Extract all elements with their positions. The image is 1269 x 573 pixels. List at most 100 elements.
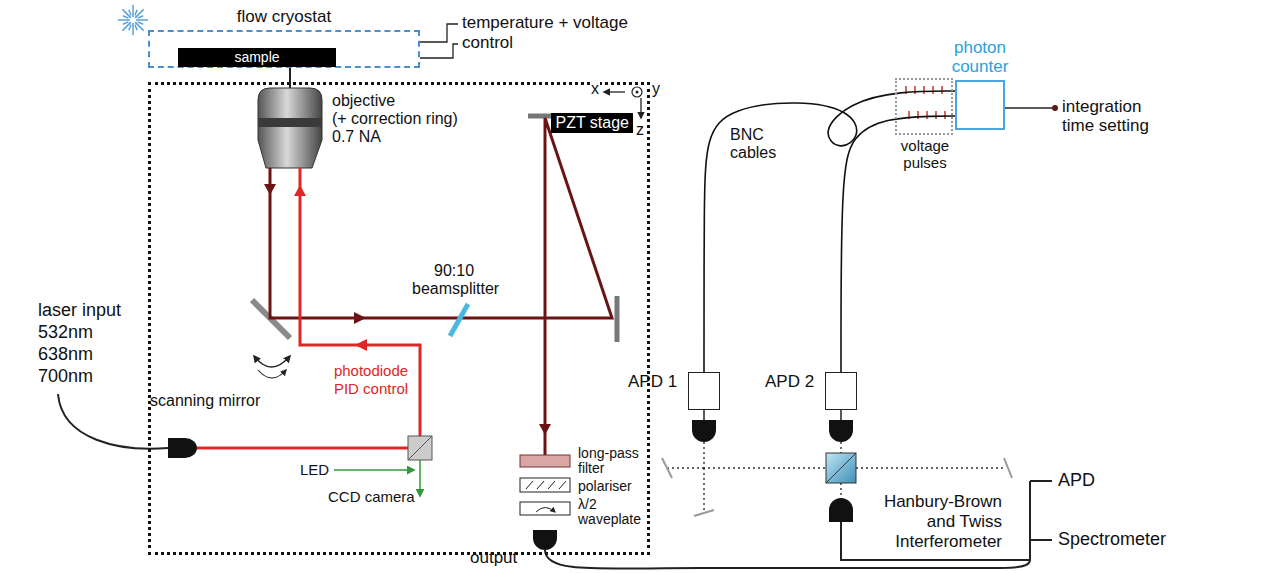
hbt-cube (826, 453, 856, 483)
illustration-part (856, 467, 1004, 468)
illustration-part (914, 86, 916, 94)
apd-link (840, 410, 842, 420)
part-label: Spectrometer (1058, 529, 1166, 550)
axis-dot (636, 91, 639, 94)
illustration-part (548, 481, 555, 489)
beam-arrow (354, 312, 366, 324)
part-label: photodiode PID control (330, 362, 412, 398)
cube-diagonal (826, 453, 856, 483)
illustration-part (703, 468, 704, 512)
node-outline (955, 80, 1005, 130)
illustration-part (526, 481, 566, 489)
part-label: CCD camera (328, 488, 415, 505)
beam-arrow (539, 424, 551, 435)
node-outline (688, 372, 720, 410)
axis-arrow (640, 98, 641, 118)
node-outline: sample (148, 30, 420, 68)
cryostat-box: flow cryostat sample (148, 6, 420, 68)
illustration-part (129, 25, 131, 31)
illustration-part (944, 111, 946, 119)
illustration-part (135, 9, 143, 17)
mirror (694, 510, 714, 516)
node-label: APD 1 (628, 372, 677, 392)
beamsplitter-plate (450, 304, 468, 336)
illustration-part (135, 22, 143, 30)
illustration-part (136, 19, 148, 21)
apd-box: APD 2 (765, 372, 857, 410)
emission-beam (270, 118, 612, 455)
apd-box: APD 1 (628, 372, 720, 410)
scan-arrow (258, 370, 286, 378)
illustration-part (123, 22, 129, 24)
axis-arrow (604, 91, 625, 92)
part-label: z (636, 121, 644, 139)
part-label: scanning mirror (150, 392, 260, 410)
illustration-part (123, 16, 129, 18)
cube-splitter (408, 436, 432, 460)
pzt-stage-region: PZT stage (148, 82, 650, 555)
beam-arrow (294, 185, 306, 196)
mirror (662, 458, 672, 478)
node-label: PZT stage (551, 113, 633, 133)
node-label: photon counter (948, 38, 1012, 76)
photon-counter-box: photon counter (948, 38, 1012, 130)
part-label: polariser (578, 478, 632, 494)
beam-arrow (264, 184, 276, 195)
node-label: flow cryostat (148, 6, 420, 28)
mirror (1004, 458, 1012, 478)
illustration-part (917, 111, 919, 119)
illustration-part (122, 9, 130, 17)
part-label: (+ correction ring) (332, 110, 458, 128)
part-label: 700nm (38, 366, 93, 387)
part-label: APD (1058, 470, 1095, 491)
light-burst (118, 5, 148, 35)
illustration-part (129, 10, 131, 16)
node-outline (825, 372, 857, 410)
part-label: temperature + voltage control (462, 13, 647, 53)
voltage-pulses-box: voltage pulses (895, 78, 955, 171)
node-label: sample (182, 48, 332, 67)
part-label: 532nm (38, 322, 93, 343)
part-label: Hanbury-Brown and Twiss Interferometer (860, 492, 1002, 552)
axis-out (632, 87, 642, 97)
control-wire (420, 44, 458, 58)
illustration-part (932, 86, 934, 94)
illustration-part (138, 22, 144, 24)
fibre-coupler (168, 438, 197, 458)
illustration-part (122, 22, 130, 30)
illustration-part (559, 481, 566, 489)
illustration-part (704, 442, 826, 468)
illustration-part (840, 442, 841, 453)
illustration-part (118, 19, 130, 21)
output-fork (1030, 481, 1052, 560)
part-label: output (470, 548, 517, 568)
part-label: 638nm (38, 344, 93, 365)
node-label: voltage pulses (895, 137, 955, 171)
illustration-part (537, 481, 544, 489)
camera-arrow (419, 460, 421, 496)
part-label: long-pass filter (578, 446, 648, 476)
fibre-coupler (829, 498, 853, 522)
waveplate (520, 502, 570, 515)
illustration-part (941, 86, 943, 94)
part-label: BNC cables (730, 126, 786, 162)
part-label: 0.7 NA (332, 128, 381, 146)
illustration-part (923, 86, 925, 94)
cube-diagonal (408, 436, 432, 460)
part-label: objective (332, 92, 395, 110)
apd-link (703, 410, 705, 420)
illustration-part (138, 16, 144, 18)
part-label: laser input (38, 300, 121, 321)
led-arrow (334, 469, 414, 471)
fibre-coupler (533, 530, 557, 550)
illustration-part (840, 483, 841, 498)
part-label: LED (300, 461, 329, 478)
node-label: APD 2 (765, 372, 814, 392)
bnc-cable (841, 116, 955, 372)
objective-lens (258, 88, 322, 168)
sample-block: sample (178, 48, 336, 67)
fibre-coupler (692, 420, 716, 442)
long-pass-filter (520, 455, 570, 467)
illustration-part (926, 111, 928, 119)
part-label: y (651, 80, 661, 98)
